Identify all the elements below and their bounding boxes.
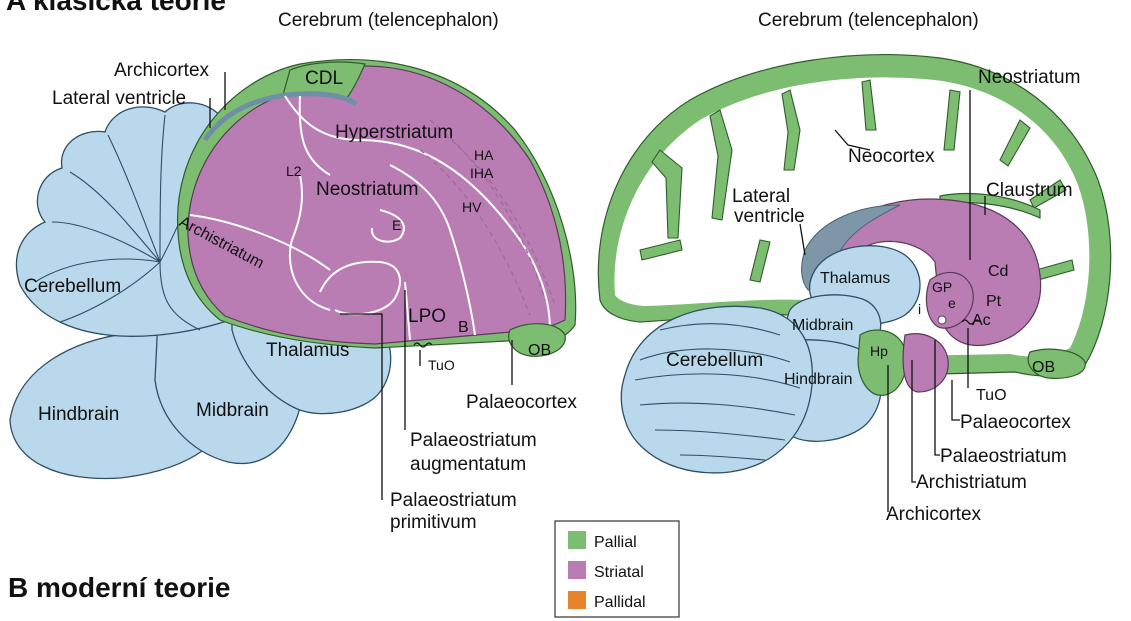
right-neocortex-label: Neocortex — [848, 146, 935, 167]
left-lpo-label: LPO — [408, 306, 446, 327]
right-gp-label: GP — [932, 279, 952, 295]
left-palaeostriatum-aug-label-2: augmentatum — [410, 454, 526, 475]
right-claustrum-label: Claustrum — [986, 180, 1073, 201]
left-cerebellum-label: Cerebellum — [24, 276, 121, 297]
right-hp-label: Hp — [870, 343, 888, 359]
left-cerebrum-label: Cerebrum (telencephalon) — [278, 10, 499, 31]
heading-panel-b: B moderní teorie — [8, 572, 230, 603]
right-palaeocortex-label: Palaeocortex — [960, 412, 1071, 433]
right-cerebellum-shape — [621, 306, 812, 473]
left-tuo-label: TuO — [428, 357, 455, 373]
right-cd-label: Cd — [988, 263, 1008, 280]
left-midbrain-label: Midbrain — [196, 400, 269, 421]
right-i-label: i — [918, 301, 921, 317]
left-b-label: B — [458, 319, 469, 336]
right-archicortex-label: Archicortex — [886, 504, 982, 525]
legend-label-pallial: Pallial — [594, 534, 637, 551]
left-e-label: E — [392, 217, 401, 233]
right-tuo-label: TuO — [976, 387, 1007, 404]
legend: Pallial Striatal Pallidal — [555, 521, 679, 617]
right-archistriatum-label: Archistriatum — [916, 472, 1027, 493]
legend-swatch-striatal — [568, 561, 586, 579]
legend-swatch-pallidal — [568, 591, 586, 609]
right-pt-label: Pt — [986, 293, 1002, 310]
right-hindbrain-label: Hindbrain — [784, 371, 852, 388]
right-cerebellum-label: Cerebellum — [666, 350, 763, 371]
left-ha-label: HA — [474, 147, 494, 163]
right-neostriatum-label: Neostriatum — [978, 67, 1080, 88]
right-thalamus-label: Thalamus — [820, 270, 890, 287]
left-neostriatum-label: Neostriatum — [316, 179, 418, 200]
right-ob-label: OB — [1032, 359, 1055, 376]
left-thalamus-label: Thalamus — [266, 340, 349, 361]
left-hindbrain-label: Hindbrain — [38, 404, 119, 425]
left-lateral-ventricle-label: Lateral ventricle — [52, 88, 186, 109]
left-palaeocortex-label: Palaeocortex — [466, 392, 577, 413]
right-lateral-label-2: ventricle — [734, 206, 805, 227]
left-hv-label: HV — [462, 199, 482, 215]
right-midbrain-label: Midbrain — [792, 317, 853, 334]
legend-label-pallidal: Pallidal — [594, 594, 646, 611]
left-palaeostriatum-prim-label-2: primitivum — [390, 512, 477, 533]
left-hyperstriatum-label: Hyperstriatum — [335, 122, 453, 143]
legend-label-striatal: Striatal — [594, 564, 644, 581]
left-archicortex-label: Archicortex — [114, 60, 210, 81]
right-palaeostriatum-label: Palaeostriatum — [940, 446, 1067, 467]
right-e-label: e — [948, 295, 956, 311]
right-ac-label: Ac — [972, 312, 991, 329]
left-palaeostriatum-aug-label-1: Palaeostriatum — [410, 430, 537, 451]
left-ob-label: OB — [528, 342, 551, 359]
right-cerebrum-label: Cerebrum (telencephalon) — [758, 10, 979, 31]
left-palaeostriatum-prim-label-1: Palaeostriatum — [390, 490, 517, 511]
leader-palaeocortex-r — [952, 380, 960, 420]
legend-swatch-pallial — [568, 531, 586, 549]
right-lateral-label-1: Lateral — [732, 186, 790, 207]
heading-panel-a: A klasická teorie — [6, 0, 226, 16]
right-hippocampus — [858, 330, 906, 395]
left-l2-label: L2 — [286, 163, 302, 179]
left-cdl-label: CDL — [305, 68, 343, 89]
left-iha-label: IHA — [470, 165, 494, 181]
